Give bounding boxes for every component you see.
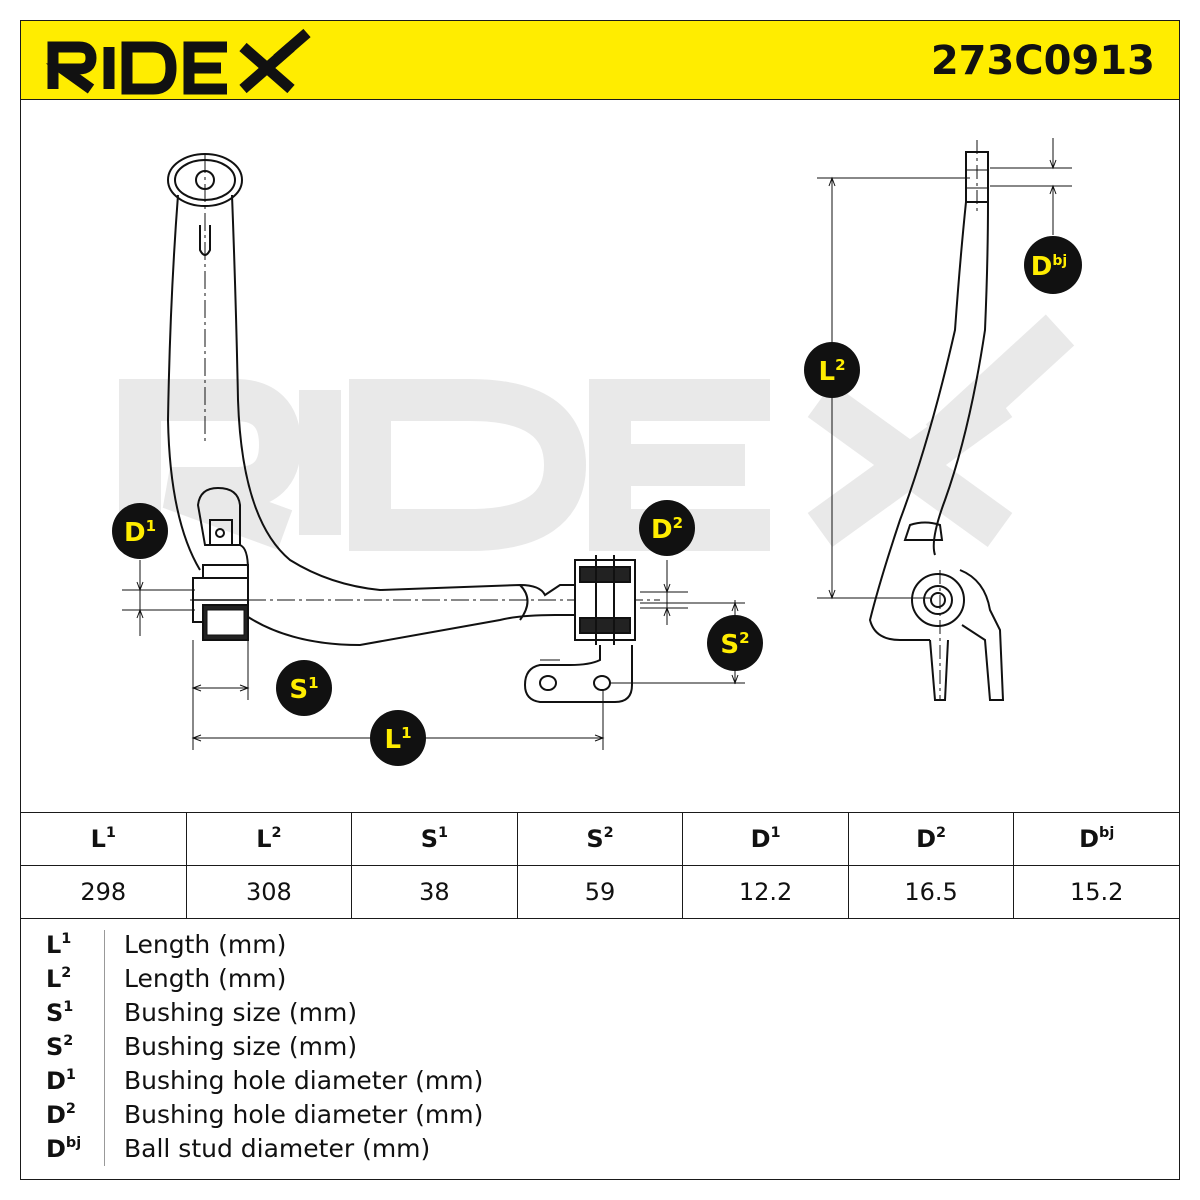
table-cell: 38 bbox=[351, 865, 518, 919]
callout-d1: D1 bbox=[112, 503, 168, 559]
table-cell: 59 bbox=[516, 865, 684, 919]
svg-text:D2: D2 bbox=[651, 514, 683, 545]
table-header: D1 bbox=[682, 812, 849, 866]
table-header: S2 bbox=[516, 812, 684, 866]
dimensions-table: L1 L2 S1 S2 D1 D2 Dbj 298 308 38 59 12.2… bbox=[20, 812, 1180, 919]
technical-drawing: D1 D2 S2 S1 L1 L2 Dbj bbox=[20, 100, 1180, 812]
control-arm-top-view bbox=[166, 153, 660, 703]
legend-description: Bushing size (mm) bbox=[124, 1032, 358, 1061]
legend-description: Bushing hole diameter (mm) bbox=[124, 1100, 484, 1129]
legend-symbol: Dbj bbox=[46, 1134, 82, 1163]
legend-symbol: D2 bbox=[46, 1100, 76, 1129]
watermark-logo bbox=[119, 314, 1075, 551]
legend-symbol: S2 bbox=[46, 1032, 74, 1061]
legend-description: Bushing hole diameter (mm) bbox=[124, 1066, 484, 1095]
header-bar: 273C0913 bbox=[20, 20, 1180, 100]
table-header-row: L1 L2 S1 S2 D1 D2 Dbj bbox=[20, 812, 1180, 866]
svg-text:Dbj: Dbj bbox=[1031, 252, 1067, 282]
svg-text:S2: S2 bbox=[720, 629, 749, 660]
table-header: S1 bbox=[351, 812, 518, 866]
drawing-canvas: D1 D2 S2 S1 L1 L2 Dbj bbox=[112, 138, 1082, 766]
legend-item: S2 Bushing size (mm) bbox=[20, 1030, 1180, 1064]
table-row: 298 308 38 59 12.2 16.5 15.2 bbox=[20, 865, 1180, 919]
legend-description: Length (mm) bbox=[124, 930, 287, 959]
table-cell: 12.2 bbox=[682, 865, 849, 919]
legend-divider bbox=[104, 930, 105, 1166]
table-cell: 308 bbox=[185, 865, 353, 919]
legend-item: L2 Length (mm) bbox=[20, 962, 1180, 996]
legend-symbol: S1 bbox=[46, 998, 74, 1027]
table-cell: 298 bbox=[20, 865, 187, 919]
table-header: L2 bbox=[185, 812, 353, 866]
legend-item: D1 Bushing hole diameter (mm) bbox=[20, 1064, 1180, 1098]
part-number: 273C0913 bbox=[930, 38, 1155, 84]
legend-item: Dbj Ball stud diameter (mm) bbox=[20, 1132, 1180, 1166]
svg-text:L1: L1 bbox=[384, 724, 411, 755]
legend-description: Length (mm) bbox=[124, 964, 287, 993]
table-cell: 16.5 bbox=[847, 865, 1015, 919]
callout-s1: S1 bbox=[276, 660, 332, 716]
control-arm-side-view bbox=[868, 140, 1005, 701]
legend-item: L1 Length (mm) bbox=[20, 928, 1180, 962]
callout-l1: L1 bbox=[370, 710, 426, 766]
legend-description: Bushing size (mm) bbox=[124, 998, 358, 1027]
legend-item: D2 Bushing hole diameter (mm) bbox=[20, 1098, 1180, 1132]
svg-text:S1: S1 bbox=[289, 674, 318, 705]
table-header: Dbj bbox=[1013, 812, 1180, 866]
callout-l2: L2 bbox=[804, 342, 860, 398]
legend-symbol: D1 bbox=[46, 1066, 76, 1095]
legend-item: S1 Bushing size (mm) bbox=[20, 996, 1180, 1030]
table-header: L1 bbox=[20, 812, 187, 866]
table-cell: 15.2 bbox=[1013, 865, 1180, 919]
legend: L1 Length (mm) L2 Length (mm) S1 Bushing… bbox=[20, 914, 1180, 1180]
svg-text:L2: L2 bbox=[818, 356, 845, 387]
legend-description: Ball stud diameter (mm) bbox=[124, 1134, 431, 1163]
svg-text:D1: D1 bbox=[124, 517, 156, 548]
ridex-logo bbox=[45, 28, 311, 95]
legend-symbol: L1 bbox=[46, 930, 72, 959]
legend-symbol: L2 bbox=[46, 964, 72, 993]
callout-s2: S2 bbox=[707, 615, 763, 671]
callout-d2: D2 bbox=[639, 500, 695, 556]
callout-dbj: Dbj bbox=[1024, 236, 1082, 294]
table-header: D2 bbox=[847, 812, 1015, 866]
